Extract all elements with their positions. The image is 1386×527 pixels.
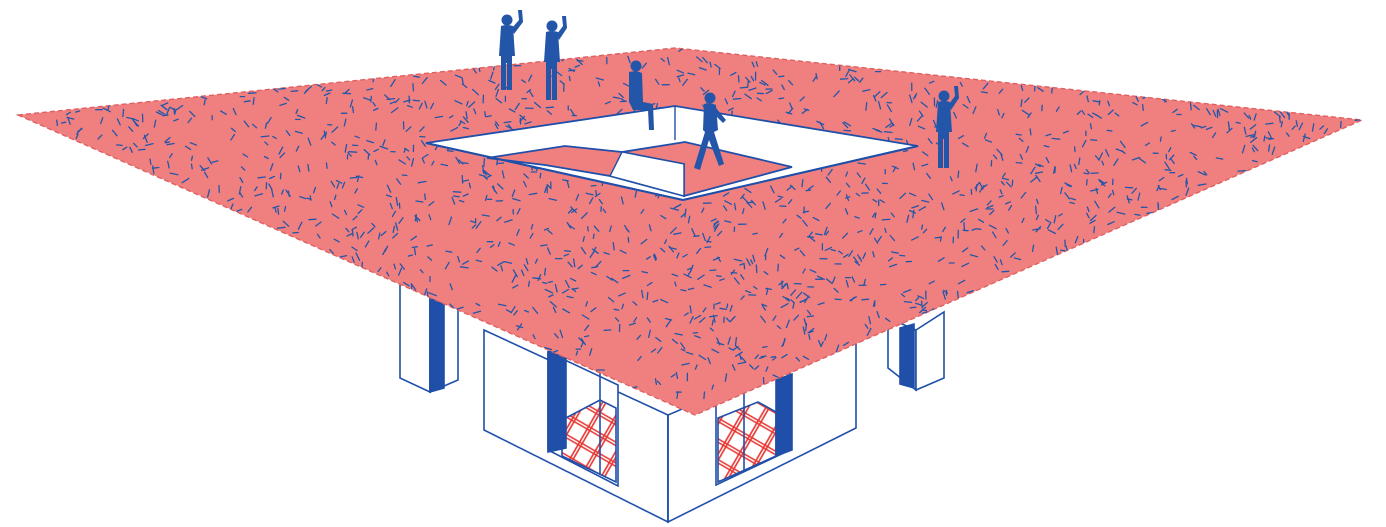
roof-plane — [18, 48, 1363, 415]
